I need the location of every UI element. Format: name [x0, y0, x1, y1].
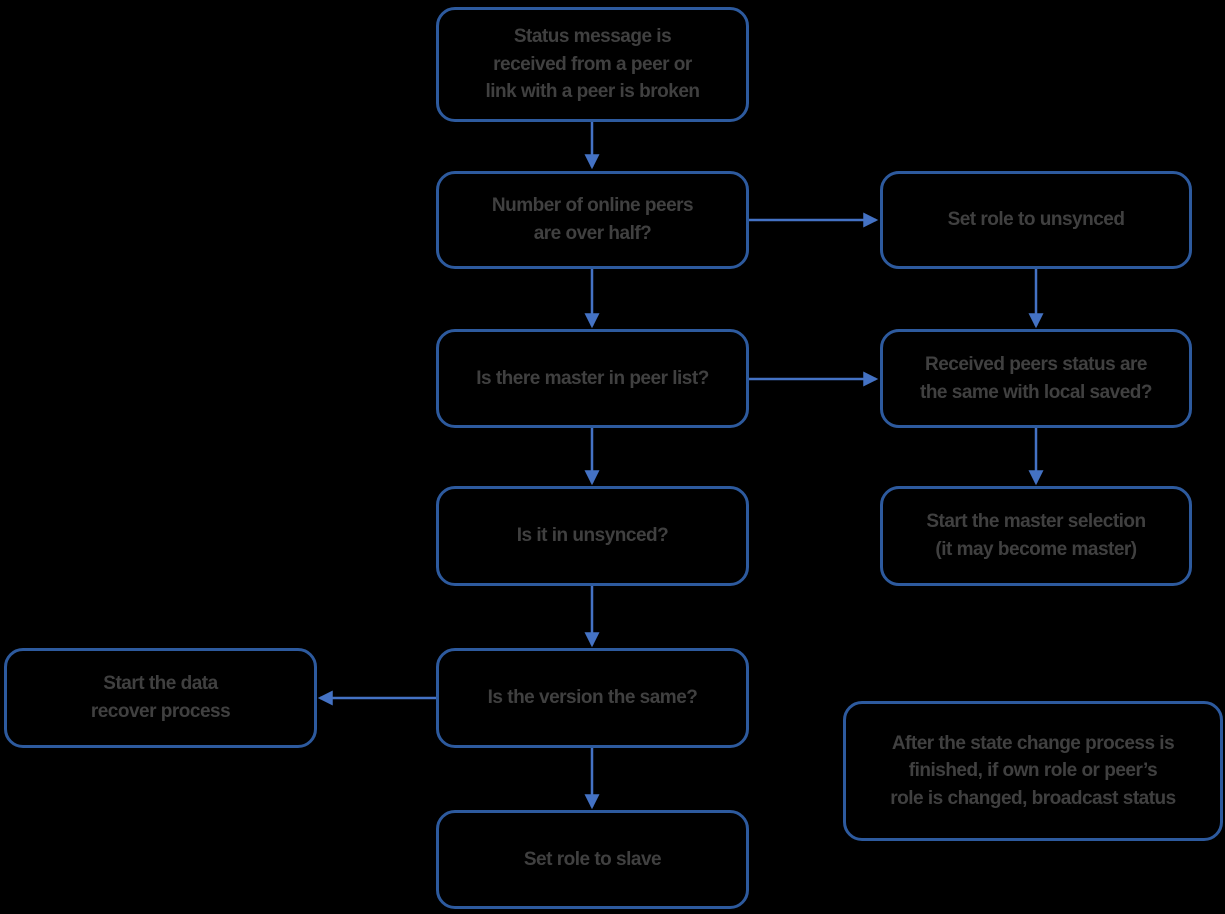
node-status-message-received: Status message is received from a peer o… — [436, 7, 749, 122]
node-broadcast-note-label: After the state change process is finish… — [890, 732, 1176, 809]
node-broadcast-note: After the state change process is finish… — [843, 701, 1223, 841]
node-is-version-same: Is the version the same? — [436, 648, 749, 748]
node-received-status-same-label: Received peers status are the same with … — [920, 353, 1152, 403]
node-online-peers-over-half-label: Number of online peers are over half? — [491, 195, 694, 244]
node-is-in-unsynced: Is it in unsynced? — [436, 486, 749, 586]
node-start-master-selection-label: Start the master selection (it may becom… — [926, 511, 1146, 560]
node-status-message-received-label: Status message is received from a peer o… — [485, 26, 700, 103]
node-is-version-same-label: Is the version the same? — [487, 687, 698, 709]
node-set-role-slave-label: Set role to slave — [523, 848, 662, 870]
node-start-data-recover: Start the data recover process — [4, 648, 317, 748]
node-start-master-selection: Start the master selection (it may becom… — [880, 486, 1192, 586]
node-online-peers-over-half: Number of online peers are over half? — [436, 171, 749, 269]
node-set-role-slave: Set role to slave — [436, 810, 749, 909]
node-set-role-unsynced: Set role to unsynced — [880, 171, 1192, 269]
node-master-in-peer-list: Is there master in peer list? — [436, 329, 749, 428]
node-set-role-unsynced-label: Set role to unsynced — [947, 209, 1125, 231]
node-start-data-recover-label: Start the data recover process — [90, 673, 231, 722]
node-master-in-peer-list-label: Is there master in peer list? — [476, 367, 709, 389]
node-received-status-same: Received peers status are the same with … — [880, 329, 1192, 428]
node-is-in-unsynced-label: Is it in unsynced? — [516, 525, 669, 547]
